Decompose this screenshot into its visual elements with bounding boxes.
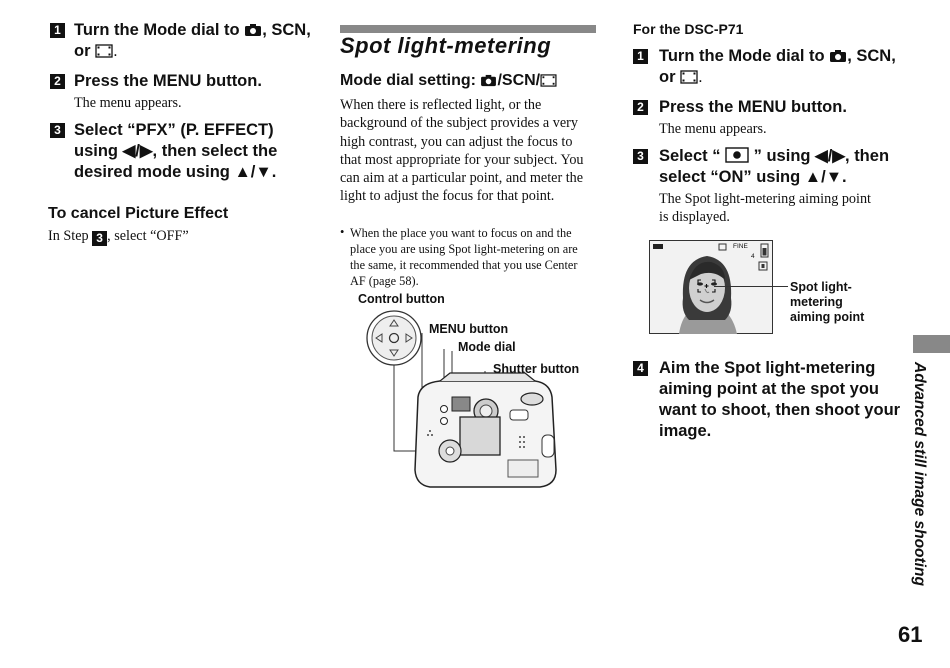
aim-label-line: metering xyxy=(790,295,843,309)
mode-dial-setting: Mode dial setting: /SCN/ xyxy=(340,72,557,90)
step-text: . xyxy=(113,42,118,60)
step-line: image. xyxy=(659,422,712,440)
step-4-text: Aim the Spot light-metering aiming point… xyxy=(659,358,900,442)
side-tab: Advanced still image shooting xyxy=(910,362,934,592)
note-line: The Spot light-metering aiming point xyxy=(659,191,871,207)
step-text: desired mode using ▲/▼. xyxy=(74,163,277,181)
mode-scn: /SCN/ xyxy=(497,72,541,89)
step-2-note: The menu appears. xyxy=(659,121,767,137)
intro-paragraph: When there is reflected light, or the ba… xyxy=(340,96,602,206)
movie-icon xyxy=(680,70,698,84)
step-text: or xyxy=(659,68,676,86)
step-text: Select “PFX” (P. EFFECT) xyxy=(74,121,274,139)
movie-icon xyxy=(95,44,113,58)
paragraph-line: light to adjust the focus for that point… xyxy=(340,188,555,205)
step-number: 1 xyxy=(50,23,65,38)
aim-label-line: aiming point xyxy=(790,310,865,324)
step-text: using ◀/▶, then select the xyxy=(74,142,278,160)
paragraph-line: When there is reflected light, or the xyxy=(340,97,542,113)
page-title: Spot light-metering xyxy=(340,33,552,58)
cancel-text-part: In Step xyxy=(48,228,89,244)
step-3-note: The Spot light-metering aiming point is … xyxy=(659,190,871,227)
bullet-line: place you are using Spot light-metering … xyxy=(350,242,578,256)
camera-illustration xyxy=(366,310,557,488)
aim-point-label: Spot light- metering aiming point xyxy=(790,280,864,325)
mode-label: Mode dial setting: xyxy=(340,72,476,89)
step-number: 4 xyxy=(633,361,648,376)
step-line: aiming point at the spot you xyxy=(659,380,879,398)
step-text: , SCN, xyxy=(262,21,311,39)
step-text: select “ON” using ▲/▼. xyxy=(659,168,847,186)
step-text: Turn the Mode dial to xyxy=(74,21,240,39)
spot-metering-icon xyxy=(725,147,749,163)
step-1-text: Turn the Mode dial to , SCN, or . xyxy=(659,46,896,88)
step-3-text: Select “ ” using ◀/▶, then select “ON” u… xyxy=(659,146,889,188)
lcd-count-text: 4 xyxy=(751,253,755,260)
section-bar xyxy=(340,25,596,33)
paragraph-line: can aim at a particular point, and meter… xyxy=(340,170,584,187)
camera-icon xyxy=(830,50,847,62)
step-text: . xyxy=(698,68,703,86)
bullet-note: When the place you want to focus on and … xyxy=(350,225,600,289)
lcd-screen-preview xyxy=(649,240,773,334)
step-line: Aim the Spot light-metering xyxy=(659,359,876,377)
step-2-note: The menu appears. xyxy=(74,95,182,111)
aim-point-leader xyxy=(714,286,788,287)
step-number: 3 xyxy=(92,231,108,246)
cancel-heading: To cancel Picture Effect xyxy=(48,205,229,222)
step-number: 2 xyxy=(633,100,648,115)
paragraph-line: that most appropriate for your subject. … xyxy=(340,151,584,168)
paragraph-line: high contrast, you can adjust the focus … xyxy=(340,133,573,150)
step-text: ” using ◀/▶, then xyxy=(753,147,890,165)
step-text: , SCN, xyxy=(847,47,896,65)
step-3-text: Select “PFX” (P. EFFECT) using ◀/▶, then… xyxy=(74,120,277,183)
bullet-line: When the place you want to focus on and … xyxy=(350,226,572,240)
aim-label-line: Spot light- xyxy=(790,280,852,294)
lcd-quality-text: FINE xyxy=(733,243,748,250)
step-number: 2 xyxy=(50,74,65,89)
step-number: 3 xyxy=(633,149,648,164)
movie-icon xyxy=(540,74,557,87)
side-tab-text: Advanced still image shooting xyxy=(911,362,928,586)
step-2-text: Press the MENU button. xyxy=(74,72,262,90)
step-text: or xyxy=(74,42,91,60)
step-number: 3 xyxy=(50,123,65,138)
step-text: Select “ xyxy=(659,147,721,165)
note-line: is displayed. xyxy=(659,209,730,226)
bullet-dot: • xyxy=(340,225,345,239)
model-heading: For the DSC-P71 xyxy=(633,21,744,37)
step-number: 1 xyxy=(633,49,648,64)
bullet-line: the same, it recommended that you use Ce… xyxy=(350,258,578,272)
cancel-text: In Step 3, select “OFF” xyxy=(48,227,189,246)
side-tab-marker xyxy=(913,335,950,353)
step-text: Turn the Mode dial to xyxy=(659,47,825,65)
mode-dial-label: Mode dial xyxy=(458,340,516,354)
menu-button-label: MENU button xyxy=(429,322,509,336)
step-1-text: Turn the Mode dial to , SCN, or . xyxy=(74,20,311,62)
step-line: want to shoot, then shoot your xyxy=(659,401,901,419)
page-number: 61 xyxy=(898,622,923,647)
camera-icon xyxy=(481,74,497,87)
bullet-line: AF (page 58). xyxy=(350,274,419,288)
cancel-text-part: , select “OFF” xyxy=(107,228,189,244)
control-button-label: Control button xyxy=(358,292,445,306)
camera-icon xyxy=(245,24,262,36)
paragraph-line: background of the subject provides a ver… xyxy=(340,115,578,132)
step-2-text: Press the MENU button. xyxy=(659,98,847,116)
